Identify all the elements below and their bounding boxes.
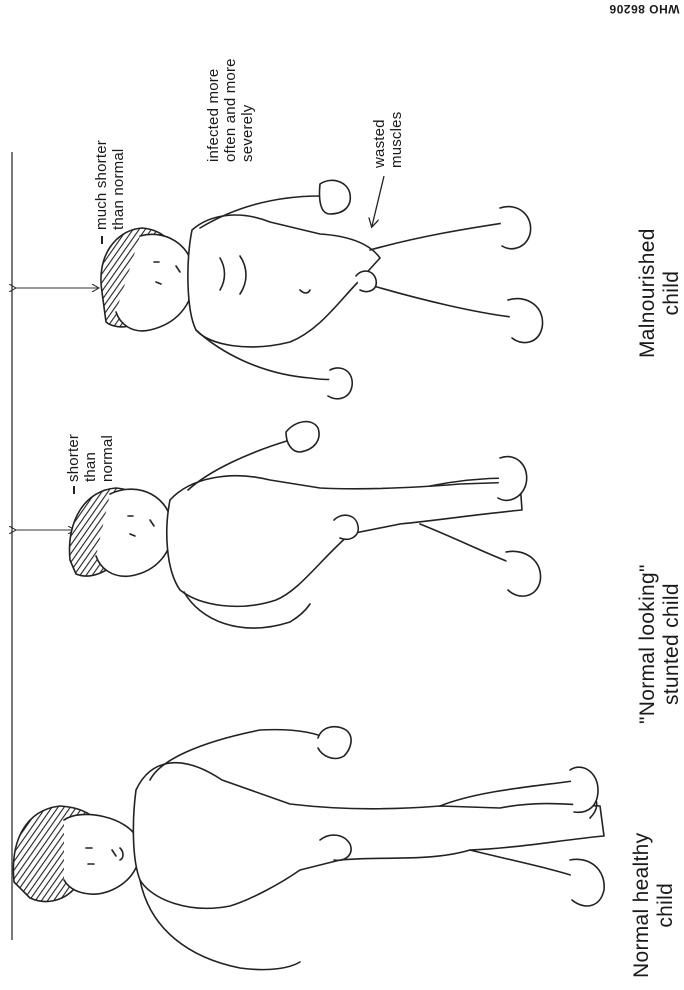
much-shorter-dash [101, 236, 103, 244]
malnourished-child-hand-lower [328, 368, 352, 399]
shorter-than-normal-note: shorter than normal [66, 434, 116, 482]
malnourished-child-figure [101, 180, 543, 398]
malnourished-child-foot-lower [508, 299, 543, 343]
healthy-child-hand-upper [318, 727, 351, 759]
stunted-child-caption: "Normal looking" stunted child [636, 564, 683, 724]
malnourished-child-leg-lower [360, 282, 520, 318]
healthy-child-body [133, 763, 604, 909]
infected-note: infected more often and more severely [206, 58, 256, 162]
stunted-child-leg-lower [420, 524, 520, 566]
stunted-child-figure [69, 422, 540, 628]
wasted-muscles-note: wasted muscles [372, 112, 406, 168]
shorter-dash [73, 486, 75, 494]
healthy-child-face [64, 814, 140, 894]
malnourished-child-foot-upper [500, 207, 531, 249]
stunted-child-foot-upper [498, 457, 527, 501]
much-shorter-note: much shorter than normal [94, 140, 128, 230]
malnourished-child-leg-upper [370, 222, 510, 250]
stunted-child-foot-lower [506, 551, 541, 596]
malnourished-child-hand-upper [319, 180, 350, 214]
stunted-child-hand-upper [286, 422, 319, 452]
stunted-child-body [167, 476, 522, 607]
healthy-child-leg-lower [470, 850, 580, 878]
malnourished-child-body [188, 215, 380, 347]
wasted-muscles-pointer [372, 176, 384, 226]
healthy-child-figure [13, 727, 604, 970]
healthy-child-foot-upper [570, 767, 598, 812]
healthy-child-foot-lower [570, 859, 604, 906]
healthy-child-caption: Normal healthy child [630, 833, 677, 978]
malnourished-child-caption: Malnourished child [636, 228, 683, 358]
